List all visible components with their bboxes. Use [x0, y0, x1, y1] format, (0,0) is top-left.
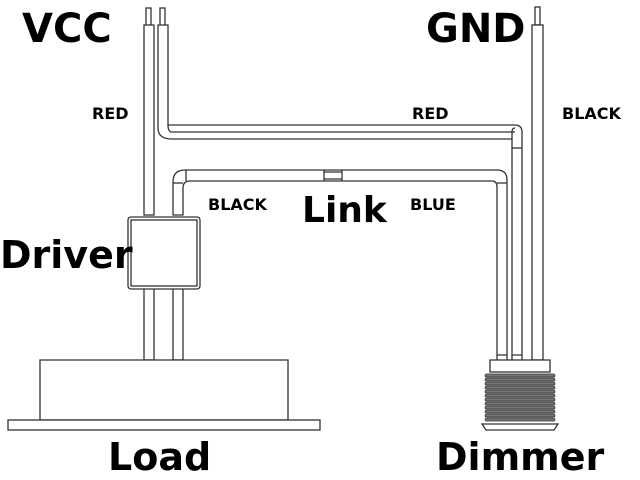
thread-ring: [484, 417, 556, 422]
thread-ring: [484, 397, 556, 402]
red-wire: [167, 124, 522, 149]
wire-label-black-link: BLACK: [208, 195, 268, 214]
link-label: Link: [302, 190, 388, 231]
thread-ring: [484, 385, 556, 390]
vcc-label: VCC: [22, 6, 112, 52]
thread-ring: [484, 401, 556, 406]
thread-ring: [484, 373, 556, 378]
wire-label-red-left: RED: [92, 104, 129, 123]
load-fixture: [7, 359, 321, 431]
thread-ring: [484, 381, 556, 386]
dimmer-label: Dimmer: [436, 435, 605, 479]
load-label: Load: [108, 435, 211, 479]
thread-ring: [484, 377, 556, 382]
dimmer-threads: [484, 373, 556, 422]
wire-label-red-top: RED: [412, 104, 449, 123]
driver-box: [127, 216, 201, 290]
gnd-wire: [531, 6, 544, 361]
driver-to-load-wires: [143, 284, 184, 361]
thread-ring: [484, 413, 556, 418]
thread-ring: [484, 409, 556, 414]
gnd-label: GND: [426, 6, 526, 52]
wire-label-black-right: BLACK: [562, 104, 622, 123]
thread-ring: [484, 405, 556, 410]
thread-ring: [484, 393, 556, 398]
dimmer-knob: [480, 355, 560, 431]
thread-ring: [484, 389, 556, 394]
driver-label: Driver: [0, 233, 133, 277]
wire-label-blue-link: BLUE: [410, 195, 456, 214]
